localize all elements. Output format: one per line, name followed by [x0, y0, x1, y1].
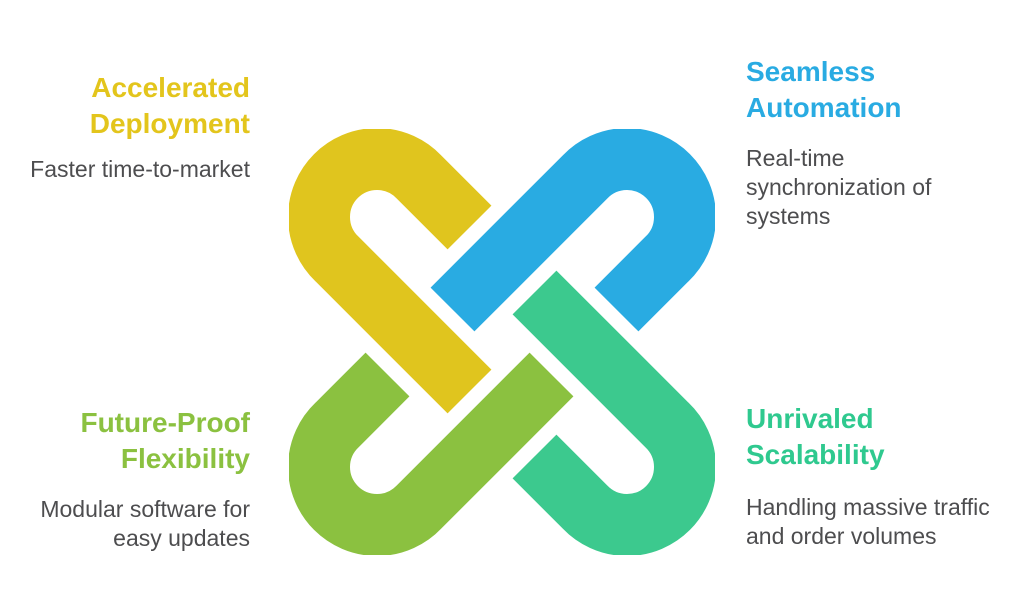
section-description-seamless-automation: Real-time synchronization of systems — [746, 145, 932, 229]
knot-loop-top-right — [430, 129, 715, 332]
section-description-unrivaled-scalability: Handling massive traffic and order volum… — [746, 494, 990, 549]
section-description-accelerated-deployment: Faster time-to-market — [30, 156, 250, 182]
knot-loop-bottom-right — [512, 270, 715, 555]
section-title-seamless-automation: Seamless Automation — [746, 56, 902, 123]
section-title-future-proof-flexibility: Future-Proof Flexibility — [80, 407, 250, 474]
knot-loop-bottom-left — [289, 352, 574, 555]
section-unrivaled-scalability: Unrivaled Scalability Handling massive t… — [746, 401, 1016, 551]
section-seamless-automation: Seamless Automation Real-time synchroniz… — [746, 54, 1016, 231]
section-accelerated-deployment: Accelerated Deployment Faster time-to-ma… — [20, 70, 250, 184]
knot-loop-top-left — [289, 129, 492, 414]
section-future-proof-flexibility: Future-Proof Flexibility Modular softwar… — [20, 405, 250, 553]
section-description-future-proof-flexibility: Modular software for easy updates — [40, 496, 250, 551]
interwoven-knot-icon — [289, 129, 715, 555]
section-title-unrivaled-scalability: Unrivaled Scalability — [746, 403, 885, 470]
knot-svg — [289, 129, 715, 555]
section-title-accelerated-deployment: Accelerated Deployment — [89, 72, 250, 139]
